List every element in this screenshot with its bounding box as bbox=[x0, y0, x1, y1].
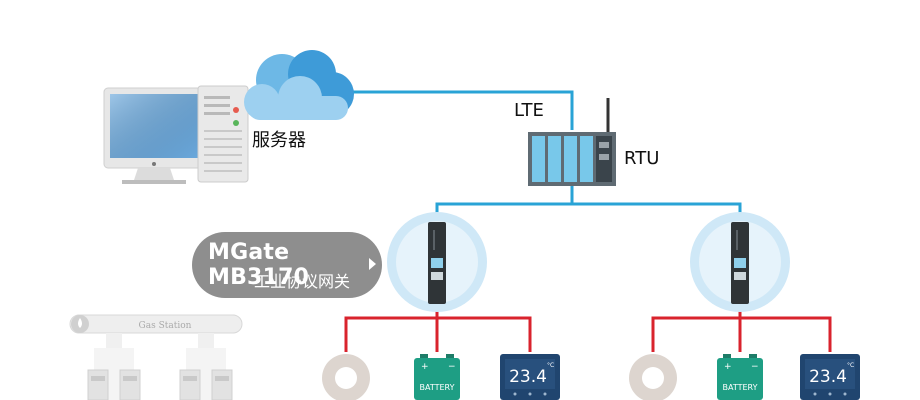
computer-icon bbox=[103, 85, 249, 184]
temperature-left-value: 23.4 bbox=[509, 367, 547, 387]
cloud-icon bbox=[244, 50, 354, 120]
gas-station-label: Gas Station bbox=[139, 321, 192, 331]
battery-right-label: BATTERY bbox=[723, 383, 758, 392]
svg-text:+: + bbox=[421, 362, 429, 372]
current-sensor-right-icon bbox=[629, 354, 677, 400]
gateway-left-icon bbox=[387, 212, 487, 312]
gateway-model-label: MGate MB3170 bbox=[208, 240, 310, 290]
rtu-device-icon bbox=[528, 98, 616, 186]
rtu-label: RTU bbox=[624, 148, 660, 169]
lte-label: LTE bbox=[514, 100, 544, 121]
serial-links bbox=[344, 304, 832, 352]
callout-pointer-icon bbox=[369, 258, 376, 270]
svg-text:+: + bbox=[724, 362, 732, 372]
temperature-left-unit: °C bbox=[547, 362, 554, 369]
battery-right-icon: + − BATTERY bbox=[717, 354, 763, 400]
battery-left-icon: + − BATTERY bbox=[414, 354, 460, 400]
temperature-right-unit: °C bbox=[847, 362, 854, 369]
gas-station-icon: Gas Station bbox=[69, 314, 243, 400]
cloud-to-rtu-link bbox=[348, 90, 574, 130]
svg-text:−: − bbox=[448, 362, 456, 372]
gateway-callout: MGate MB3170 工业协议网关 bbox=[192, 232, 382, 298]
battery-left-label: BATTERY bbox=[420, 383, 455, 392]
temperature-display-left-icon: 23.4 °C bbox=[500, 354, 560, 400]
svg-text:−: − bbox=[751, 362, 759, 372]
gateway-right-icon bbox=[690, 212, 790, 312]
current-sensor-left-icon bbox=[322, 354, 370, 400]
temperature-right-value: 23.4 bbox=[809, 367, 847, 387]
temperature-display-right-icon: 23.4 °C bbox=[800, 354, 860, 400]
gateway-description-label: 工业协议网关 bbox=[254, 272, 351, 291]
server-label: 服务器 bbox=[252, 130, 306, 151]
